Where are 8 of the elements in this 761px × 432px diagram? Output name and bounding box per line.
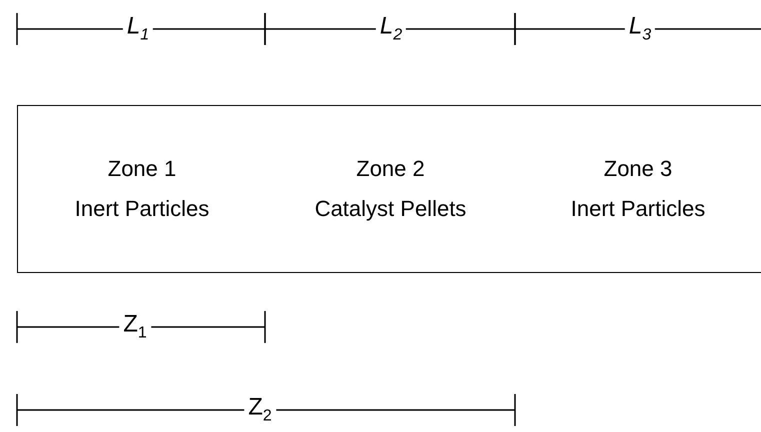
zone-description: Catalyst Pellets bbox=[314, 196, 466, 222]
zone-title: Zone 1 bbox=[108, 156, 176, 182]
zone-description: Inert Particles bbox=[74, 196, 210, 222]
zone-box bbox=[17, 105, 267, 273]
zone-box bbox=[515, 105, 761, 273]
zone-title: Zone 3 bbox=[604, 156, 672, 182]
zone-title: Zone 2 bbox=[356, 156, 425, 182]
zone-description: Inert Particles bbox=[570, 196, 706, 222]
